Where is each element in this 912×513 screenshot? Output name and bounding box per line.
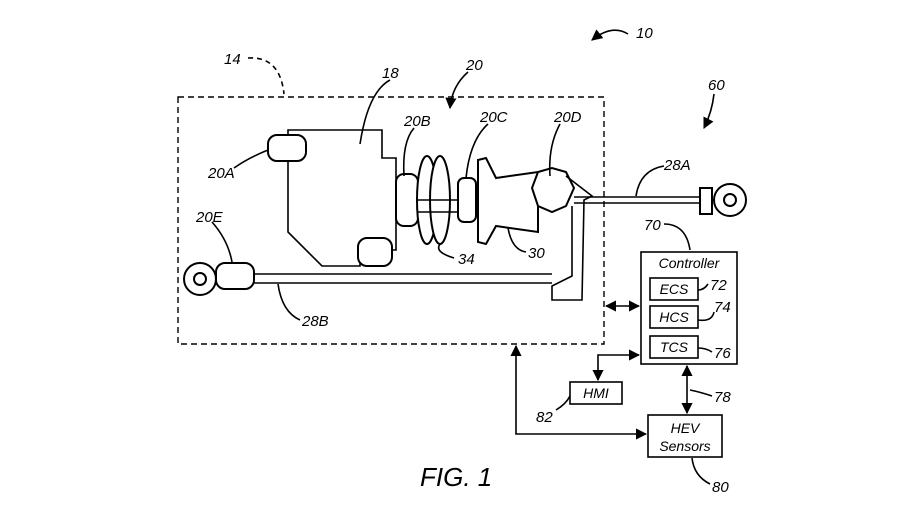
leader-20e bbox=[211, 221, 233, 263]
hmi-label: HMI bbox=[583, 385, 609, 401]
mount-20e bbox=[215, 262, 255, 290]
leader-30 bbox=[507, 227, 527, 253]
ref-82: 82 bbox=[536, 409, 553, 426]
ref-20: 20 bbox=[465, 57, 483, 74]
ref-78: 78 bbox=[714, 389, 731, 406]
leader-76 bbox=[697, 347, 713, 353]
ecs-box bbox=[649, 277, 699, 301]
ref-20c: 20C bbox=[479, 109, 508, 126]
ref-76: 76 bbox=[714, 345, 731, 362]
strut-28a-eye-hole bbox=[723, 193, 737, 207]
ref-34: 34 bbox=[458, 251, 475, 268]
ref-70: 70 bbox=[644, 217, 661, 234]
leader-72 bbox=[697, 283, 709, 291]
hcs-box bbox=[649, 305, 699, 329]
leader-20a bbox=[233, 149, 269, 169]
leader-20b bbox=[402, 127, 415, 177]
mount-20a bbox=[267, 134, 307, 162]
ref-80: 80 bbox=[712, 479, 729, 496]
link-controller-hmi bbox=[592, 349, 641, 382]
sensors-label-1: HEV bbox=[671, 420, 701, 436]
leader-28a bbox=[635, 165, 665, 197]
leader-70 bbox=[663, 223, 691, 251]
leader-18 bbox=[359, 79, 391, 145]
ref-20a: 20A bbox=[207, 165, 235, 182]
ref-30: 30 bbox=[528, 245, 545, 262]
leader-14 bbox=[247, 57, 285, 95]
leader-28b bbox=[277, 283, 301, 321]
tcs-label: TCS bbox=[660, 339, 689, 355]
leader-20d bbox=[548, 123, 561, 177]
leader-20 bbox=[445, 71, 469, 110]
leader-74 bbox=[697, 311, 715, 322]
ref-60: 60 bbox=[708, 77, 725, 94]
sensors-label-2: Sensors bbox=[659, 438, 710, 454]
ref-20e: 20E bbox=[195, 209, 224, 226]
tcs-box bbox=[649, 335, 699, 359]
mount-20b bbox=[395, 173, 419, 227]
leader-60 bbox=[703, 93, 715, 130]
mount-20c bbox=[457, 177, 477, 223]
ref-74: 74 bbox=[714, 299, 731, 316]
leader-78 bbox=[689, 389, 713, 397]
leader-80 bbox=[691, 457, 711, 485]
ref-10: 10 bbox=[636, 25, 653, 42]
ref-20d: 20D bbox=[553, 109, 582, 126]
ref-20b: 20B bbox=[403, 113, 431, 130]
ref-28a: 28A bbox=[663, 157, 691, 174]
figure-caption: FIG. 1 bbox=[420, 462, 492, 492]
leader-20c bbox=[465, 123, 489, 179]
ecs-label: ECS bbox=[660, 281, 689, 297]
ref-14: 14 bbox=[224, 51, 241, 68]
powertrain-dashed-box bbox=[177, 96, 605, 345]
hcs-label: HCS bbox=[659, 309, 689, 325]
transmission-housing bbox=[477, 156, 539, 246]
strut-28a-bushing bbox=[699, 187, 713, 215]
engine-lower-mount bbox=[357, 237, 393, 267]
ref-28b: 28B bbox=[301, 313, 329, 330]
leader-34 bbox=[437, 243, 455, 259]
controller-title: Controller bbox=[659, 255, 721, 271]
strut-28b-eye-hole bbox=[193, 272, 207, 286]
mount-20d bbox=[530, 166, 576, 214]
ref-18: 18 bbox=[382, 65, 399, 82]
link-box-sensors bbox=[510, 344, 648, 440]
leader-82 bbox=[555, 395, 571, 411]
sensors-box bbox=[647, 414, 723, 458]
leader-10 bbox=[591, 29, 629, 41]
ref-72: 72 bbox=[710, 277, 727, 294]
